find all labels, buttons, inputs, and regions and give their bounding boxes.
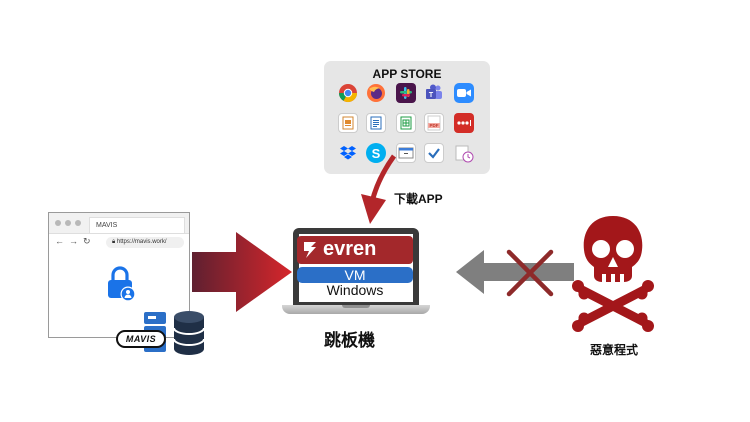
- svg-text:S: S: [372, 146, 381, 160]
- forward-arrow-icon: →: [69, 236, 78, 246]
- zoom-icon: [454, 83, 474, 103]
- evren-brand-text: evren: [323, 238, 377, 260]
- laptop-base: [282, 305, 430, 314]
- window-app-icon: [396, 143, 416, 163]
- evren-banner: evren: [297, 236, 413, 264]
- malware-label: 惡意程式: [590, 343, 639, 357]
- evren-logo-icon: [304, 242, 316, 258]
- chrome-icon: [338, 83, 358, 103]
- app-store-title: APP STORE: [372, 67, 442, 81]
- dropbox-icon: [338, 143, 358, 163]
- window-maximize-dot: [75, 220, 81, 226]
- todo-check-icon: [424, 143, 444, 163]
- url-bar: 🔒︎ https://mavis.work/: [106, 237, 184, 248]
- database-icon: [173, 311, 205, 355]
- browser-nav-bar: ← → ↻ 🔒︎ https://mavis.work/: [49, 234, 189, 252]
- browser-window: MAVIS ← → ↻ 🔒︎ https://mavis.work/: [48, 212, 190, 338]
- user-lock-icon: [108, 266, 136, 302]
- laptop-notch: [342, 305, 370, 308]
- slack-icon: [396, 83, 416, 103]
- pdf-icon: PDF: [424, 113, 444, 133]
- mavis-logo-badge: MAVIS: [116, 330, 166, 348]
- lock-small-icon: 🔒︎: [112, 239, 116, 245]
- svg-text:T: T: [429, 92, 434, 99]
- libreoffice-writer-icon: [366, 113, 386, 133]
- blocked-arrow: [456, 250, 574, 294]
- jump-host-label: 跳板機: [324, 331, 375, 350]
- windows-label: Windows: [326, 282, 384, 298]
- clock-app-icon: [454, 143, 474, 163]
- libreoffice-calc-icon: [396, 113, 416, 133]
- back-arrow-icon: ←: [55, 236, 64, 246]
- svg-text:PDF: PDF: [430, 123, 439, 128]
- window-minimize-dot: [65, 220, 71, 226]
- window-close-dot: [55, 220, 61, 226]
- download-arrow: [361, 154, 397, 224]
- skype-icon: S: [366, 143, 386, 163]
- blocked-cross-icon: [506, 249, 554, 297]
- skull-crossbones-icon: [572, 216, 654, 332]
- teams-icon: T: [424, 83, 444, 103]
- access-arrow: [192, 232, 292, 312]
- download-app-label: 下載APP: [394, 192, 443, 206]
- browser-titlebar: MAVIS: [49, 213, 189, 234]
- vm-label: VM: [297, 267, 413, 283]
- lastpass-icon: [454, 113, 474, 133]
- app-store-panel: APP STORE T PDF: [324, 61, 490, 174]
- url-text: https://mavis.work/: [116, 239, 167, 245]
- firefox-icon: [366, 83, 386, 103]
- browser-tab: MAVIS: [89, 217, 185, 233]
- reload-icon: ↻: [83, 236, 91, 246]
- libreoffice-impress-icon: [338, 113, 358, 133]
